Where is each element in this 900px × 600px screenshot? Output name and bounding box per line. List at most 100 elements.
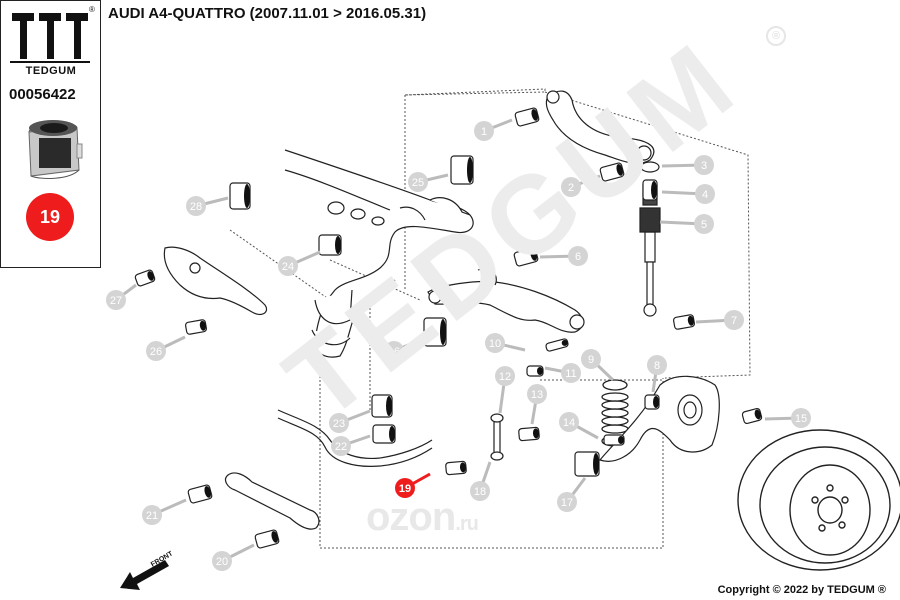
bushing	[134, 269, 156, 287]
callout-label: 22	[335, 441, 347, 453]
bushing	[672, 314, 696, 330]
part-info-box: ® TEDGUM 00056422 19	[0, 0, 101, 268]
bushing	[741, 407, 763, 425]
brand-name: TEDGUM	[25, 65, 77, 77]
callout-label: 7	[731, 315, 737, 327]
bushing-photo-icon	[28, 120, 83, 179]
bushing	[514, 107, 540, 127]
upper-control-arm	[545, 90, 655, 164]
callout-label: 13	[531, 389, 543, 401]
callout-12: 12	[495, 366, 515, 414]
callout-label: 16	[388, 346, 400, 358]
callout-label: 8	[654, 360, 660, 372]
callout-16: 16	[384, 338, 421, 361]
callout-7: 7	[695, 310, 744, 330]
site-watermark: ozon.ru	[366, 495, 479, 540]
site-watermark-suffix: .ru	[455, 513, 479, 535]
tedgum-logo-icon	[10, 13, 90, 63]
callout-26: 26	[146, 335, 186, 361]
callout-2: 2	[561, 174, 601, 197]
callout-label: 5	[701, 219, 707, 231]
callout-label: 6	[575, 251, 581, 263]
logo-registered-mark: ®	[89, 5, 95, 14]
bushing	[603, 434, 625, 446]
lateral-link	[224, 472, 320, 530]
callout-label: 15	[795, 413, 807, 425]
site-watermark-name: ozon	[366, 495, 456, 539]
callout-label: 21	[146, 510, 158, 522]
callout-22: 22	[331, 434, 371, 456]
callout-label: 9	[588, 354, 594, 366]
callout-label: 2	[568, 182, 574, 194]
callout-label: 1	[481, 126, 487, 138]
bushing	[371, 394, 393, 418]
callout-20: 20	[212, 543, 255, 571]
drop-link	[490, 413, 504, 461]
wheel-knuckle	[598, 375, 720, 462]
bushing	[372, 424, 396, 444]
callout-28: 28	[186, 196, 229, 216]
bushing	[254, 529, 280, 549]
callout-label: 20	[216, 556, 228, 568]
callout-15: 15	[764, 408, 811, 428]
bushing	[229, 182, 251, 210]
callout-9: 9	[581, 349, 615, 382]
callout-10: 10	[485, 333, 526, 353]
bushing	[545, 338, 569, 352]
front-arrow-icon	[120, 560, 169, 590]
bushing	[423, 317, 447, 347]
callout-label: 27	[110, 295, 122, 307]
callout-label: 10	[489, 338, 501, 350]
callout-5: 5	[659, 214, 714, 234]
copyright-text: Copyright © 2022 by TEDGUM ®	[717, 584, 886, 596]
bushing	[518, 426, 540, 442]
callout-24: 24	[278, 250, 321, 276]
callout-label: 4	[702, 189, 708, 201]
bushing	[574, 451, 600, 477]
bushing	[526, 365, 544, 377]
watermark-registered-icon: ®	[766, 26, 786, 46]
bushing	[445, 460, 467, 476]
callout-label: 3	[701, 160, 707, 172]
callout-18: 18	[470, 461, 492, 501]
callout-label: 23	[333, 418, 345, 430]
callout-label: 14	[563, 417, 575, 429]
callout-13: 13	[527, 384, 547, 425]
callout-1: 1	[474, 118, 513, 141]
callout-17: 17	[557, 477, 587, 512]
wheel-tire	[737, 429, 900, 571]
callout-4: 4	[661, 184, 715, 204]
bushing	[184, 319, 208, 335]
bushing	[599, 162, 625, 182]
bushing	[513, 247, 539, 267]
vehicle-title: AUDI A4-QUATTRO (2007.11.01 > 2016.05.31…	[108, 5, 427, 22]
callout-label: 11	[565, 368, 576, 380]
callout-label: 12	[499, 371, 511, 383]
callout-21: 21	[142, 498, 187, 525]
callout-label: 25	[412, 177, 424, 189]
part-number: 00056422	[9, 86, 76, 103]
callout-label: 24	[282, 261, 294, 273]
highlight-badge: 19	[26, 193, 74, 241]
callout-25: 25	[408, 172, 449, 192]
callout-label: 18	[474, 486, 486, 498]
lower-control-arm	[427, 268, 585, 333]
bushings-layer	[134, 107, 763, 549]
callout-11: 11	[544, 363, 581, 383]
callout-27: 27	[106, 283, 137, 310]
callout-label: 28	[190, 201, 202, 213]
callout-label: 17	[561, 497, 573, 509]
callout-14: 14	[559, 412, 599, 440]
callout-3: 3	[661, 155, 714, 175]
stabilizer-bar	[277, 409, 433, 467]
bushing	[187, 484, 213, 504]
bushing	[318, 234, 342, 256]
callout-8: 8	[647, 355, 667, 393]
callout-6: 6	[539, 246, 588, 266]
callout-label: 26	[150, 346, 162, 358]
callout-label: 19	[399, 483, 411, 495]
bushing	[450, 155, 474, 185]
bushing	[644, 394, 660, 410]
